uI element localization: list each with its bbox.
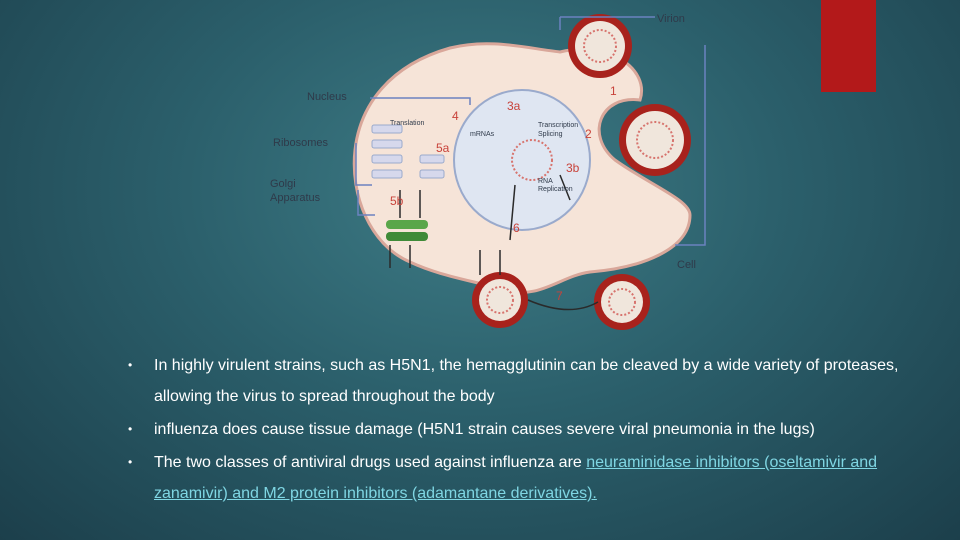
bullet-item-antiviral-drugs: • The two classes of antiviral drugs use… <box>128 447 928 509</box>
step-1: 1 <box>610 84 617 98</box>
label-virion: Virion <box>657 13 685 25</box>
label-transcription: Transcription <box>538 122 578 129</box>
virion-released <box>594 274 650 330</box>
process-arrows <box>389 174 599 311</box>
label-golgi-2: Apparatus <box>270 192 321 204</box>
label-rna: RNA <box>538 178 553 185</box>
step-5b: 5b <box>390 194 404 208</box>
rna-cluster <box>511 139 553 181</box>
bullet-item-tissue-damage: • influenza does cause tissue damage (H5… <box>128 414 928 445</box>
label-mrnas: mRNAs <box>470 131 495 138</box>
antiviral-drugs-link[interactable]: neuraminidase inhibitors (oseltamivir an… <box>154 454 878 502</box>
virion-budding <box>472 272 528 328</box>
label-cell: Cell <box>677 259 696 271</box>
bullet-list: • In highly virulent strains, such as H5… <box>128 350 928 511</box>
ribosome-strips <box>371 124 445 179</box>
bullet-icon: • <box>128 358 133 372</box>
influenza-replication-diagram: Virion Nucleus Ribosomes Golgi Apparatus… <box>270 13 706 330</box>
virion-top <box>568 14 632 78</box>
label-nucleus: Nucleus <box>307 91 347 103</box>
bullet-icon: • <box>128 455 133 469</box>
step-6: 6 <box>513 221 520 235</box>
step-3b: 3b <box>566 161 580 175</box>
bullet-text: influenza does cause tissue damage (H5N1… <box>154 421 815 438</box>
step-4: 4 <box>452 109 459 123</box>
virion-endosome <box>619 104 691 176</box>
label-golgi-1: Golgi <box>270 178 296 190</box>
step-2: 2 <box>585 127 592 141</box>
label-ribosomes: Ribosomes <box>273 137 329 149</box>
golgi-apparatus <box>386 220 428 241</box>
label-replication: Replication <box>538 186 573 193</box>
bullet-icon: • <box>128 422 133 436</box>
red-accent-tab <box>821 0 876 92</box>
bullet-text: In highly virulent strains, such as H5N1… <box>154 357 899 405</box>
bullet-text: The two classes of antiviral drugs used … <box>154 454 587 471</box>
bullet-item-virulent-strains: • In highly virulent strains, such as H5… <box>128 350 928 412</box>
label-brackets <box>355 16 706 246</box>
label-splicing: Splicing <box>538 131 563 138</box>
step-5a: 5a <box>436 141 450 155</box>
label-translation: Translation <box>390 120 424 127</box>
nucleus <box>453 89 591 231</box>
step-7: 7 <box>556 289 563 303</box>
step-3a: 3a <box>507 99 521 113</box>
